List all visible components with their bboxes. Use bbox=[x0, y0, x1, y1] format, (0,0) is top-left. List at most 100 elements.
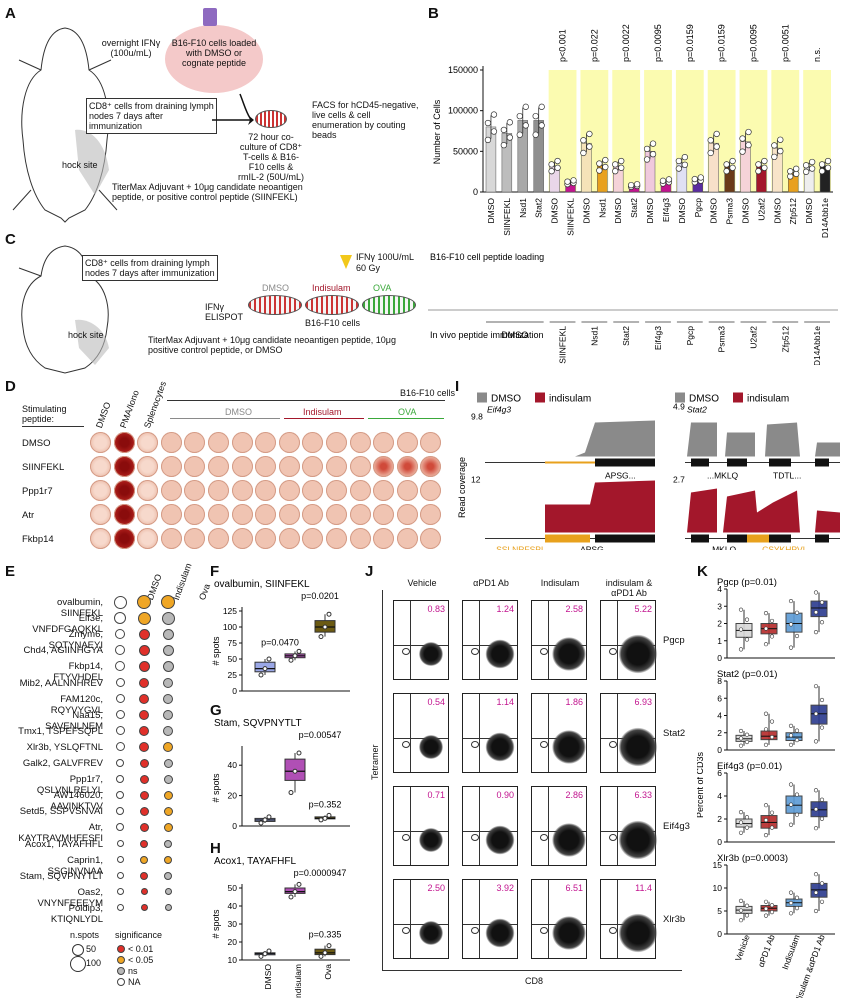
j-cell-cloud bbox=[618, 820, 658, 859]
j-gate-value: 0.90 bbox=[496, 790, 514, 800]
k-point bbox=[763, 642, 769, 647]
j-gate-value: 5.22 bbox=[634, 604, 652, 614]
d-line-ova bbox=[368, 418, 444, 419]
d-elispot-well bbox=[255, 456, 277, 477]
d-elispot-well bbox=[113, 480, 135, 501]
k-y-tick-label: 0 bbox=[717, 745, 722, 755]
b-data-point bbox=[627, 181, 635, 189]
box-point bbox=[288, 790, 294, 796]
e-dot bbox=[115, 694, 125, 704]
b-x-tick-label: DMSO bbox=[581, 198, 591, 224]
j-col-label: Indisulam bbox=[540, 578, 580, 588]
k-point bbox=[813, 684, 819, 689]
e-dot bbox=[162, 628, 174, 640]
b-data-point bbox=[554, 157, 561, 165]
box-y-tick-label: 10 bbox=[228, 955, 238, 965]
e-dot bbox=[139, 774, 149, 784]
j-cell-cluster bbox=[608, 926, 617, 934]
b-data-point bbox=[522, 103, 529, 110]
k-point bbox=[738, 898, 744, 903]
k-point bbox=[813, 807, 819, 812]
d-elispot-well bbox=[326, 456, 347, 477]
d-elispot-well bbox=[208, 480, 229, 501]
k-point bbox=[819, 797, 825, 802]
k-point bbox=[813, 826, 819, 831]
e-dot bbox=[163, 790, 173, 800]
j-gate-v bbox=[479, 694, 481, 772]
e-row-label: Tmx1, TSPEFSQPL bbox=[18, 725, 103, 737]
box-y-tick-label: 125 bbox=[223, 606, 237, 616]
b-data-point bbox=[538, 122, 545, 129]
e-dot bbox=[139, 790, 149, 800]
box-point bbox=[296, 648, 302, 654]
e-dot bbox=[164, 871, 172, 880]
i-seq2a: ...MKLQ bbox=[707, 471, 739, 481]
b-data-point bbox=[707, 149, 714, 157]
b-data-point bbox=[570, 177, 577, 184]
k-y-tick-label: 2 bbox=[717, 814, 722, 824]
j-cell-cloud bbox=[618, 634, 658, 673]
box-point bbox=[288, 894, 294, 900]
e-sig-legend-dot bbox=[117, 945, 125, 953]
k-box bbox=[785, 612, 803, 633]
d-elispot-well bbox=[349, 504, 371, 525]
b-invivo-label: In vivo peptide immunization bbox=[430, 330, 544, 340]
k-point bbox=[819, 899, 825, 904]
k-point bbox=[788, 645, 794, 650]
i-legend-indisulam-swatch bbox=[535, 392, 545, 403]
k-point bbox=[813, 872, 819, 877]
box-title: Acox1, TAYAFHFL bbox=[214, 856, 296, 867]
i-eif4g3-exon-2 bbox=[545, 534, 590, 543]
j-facs-plot: 1.24 bbox=[462, 600, 518, 680]
box-point bbox=[296, 881, 302, 887]
k-box bbox=[735, 818, 753, 828]
j-cell-cloud bbox=[618, 913, 658, 952]
k-point bbox=[819, 725, 825, 730]
e-row-label: Galk2, GALVFREV bbox=[22, 758, 103, 769]
e-row-label: Naa15, SAVENLNEM bbox=[45, 709, 103, 732]
b-data-point bbox=[787, 168, 794, 175]
panel-letter-j: J bbox=[365, 563, 374, 580]
k-y-tick-label: 1 bbox=[717, 636, 722, 646]
j-gate-value: 2.58 bbox=[565, 604, 583, 614]
k-point bbox=[788, 890, 794, 895]
i-stat2-exon bbox=[815, 458, 829, 467]
box-x-label: indisulam bbox=[293, 964, 303, 998]
e-dot bbox=[140, 839, 148, 848]
e-row-label: Xlr3b, YSLQFTNL bbox=[26, 741, 103, 753]
panel-letter-k: K bbox=[697, 563, 708, 580]
j-gate-v bbox=[410, 880, 412, 958]
b-data-point bbox=[802, 162, 810, 169]
j-gate-value: 6.33 bbox=[634, 790, 652, 800]
d-elispot-well bbox=[137, 480, 159, 501]
k-ylabel: Percent of CD3s bbox=[697, 751, 705, 818]
j-cell-cloud bbox=[485, 825, 515, 854]
e-dot bbox=[163, 741, 173, 752]
panel-letter-d: D bbox=[5, 378, 16, 395]
e-dot bbox=[163, 725, 173, 736]
e-sig-legend-dot bbox=[117, 967, 125, 975]
k-point bbox=[769, 910, 775, 915]
k-point bbox=[738, 743, 744, 748]
e-size-legend-50 bbox=[72, 944, 84, 956]
box-y-tick-label: 40 bbox=[228, 901, 238, 911]
k-point bbox=[788, 900, 794, 906]
j-facs-plot: 6.51 bbox=[531, 879, 587, 959]
box-point bbox=[322, 624, 328, 630]
j-gate-v bbox=[548, 787, 550, 865]
d-stim-divider bbox=[22, 426, 84, 427]
b-data-point bbox=[618, 164, 625, 171]
b-data-point bbox=[596, 167, 603, 174]
k-y-tick-label: 0 bbox=[717, 837, 722, 847]
box-y-label: # spots bbox=[211, 909, 221, 939]
c-dish-ova bbox=[362, 295, 416, 315]
b-x-tick-label: SIINFEKL bbox=[566, 198, 576, 236]
b-data-point bbox=[612, 168, 619, 175]
e-dot bbox=[139, 806, 149, 816]
e-dot bbox=[140, 855, 148, 864]
d-elispot-well bbox=[208, 528, 229, 549]
b-data-point bbox=[602, 163, 609, 171]
e-dot bbox=[163, 806, 173, 816]
